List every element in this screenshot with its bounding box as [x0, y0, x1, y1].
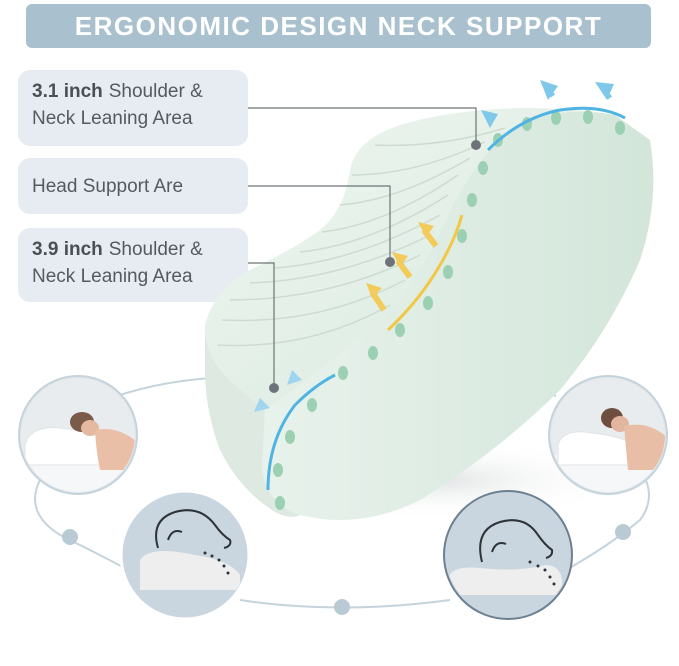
leader-lines	[248, 107, 481, 393]
connector-ring	[34, 377, 650, 615]
ring-dot	[62, 529, 78, 545]
page-banner: ERGONOMIC DESIGN NECK SUPPORT	[26, 4, 651, 48]
sleeping-person-icon	[70, 412, 135, 470]
pillow-icon	[205, 106, 654, 521]
diagram-right-head-profile	[443, 490, 573, 620]
label-lower-line2: Neck Leaning Area	[32, 266, 193, 287]
ring-dot	[334, 599, 350, 615]
label-upper-line2: Neck Leaning Area	[32, 108, 193, 129]
diagram-left-head-profile	[119, 489, 251, 621]
label-upper-line1: Shoulder &	[108, 81, 203, 102]
head-profile-icon	[155, 509, 232, 549]
sleeping-person-icon	[601, 408, 665, 470]
label-head-support-text: Head Support Are	[32, 175, 184, 197]
banner-title: ERGONOMIC DESIGN NECK SUPPORT	[74, 10, 603, 41]
label-head-support: Head Support Are	[18, 158, 248, 214]
label-lower-line1: Shoulder &	[108, 239, 203, 260]
label-lower-measure: 3.9 inch	[32, 239, 103, 260]
ring-dot	[615, 524, 631, 540]
label-upper-measure: 3.1 inch	[32, 81, 103, 102]
head-profile-icon	[479, 519, 554, 563]
photo-left-sleeper	[18, 375, 138, 495]
up-arrow-icon	[254, 80, 614, 412]
